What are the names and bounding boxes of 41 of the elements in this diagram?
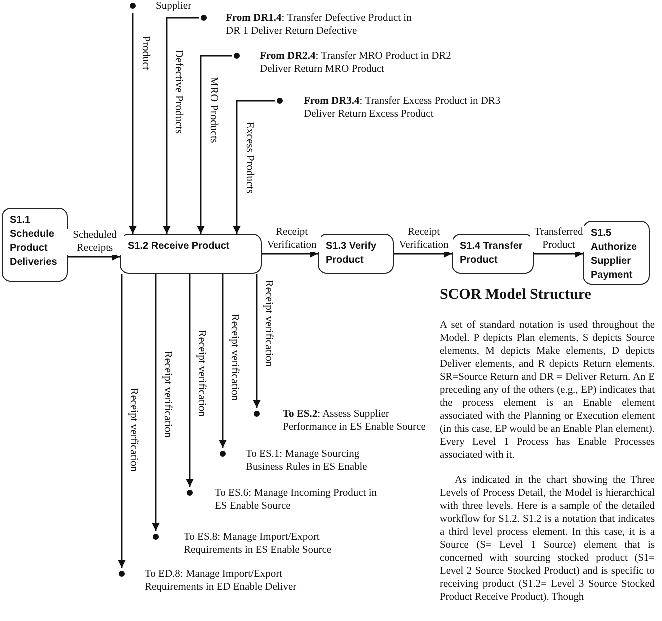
arrow <box>68 253 120 261</box>
arrow <box>262 250 318 258</box>
bullet-text: To ES.6: Manage Incoming Product in ES Enable Source <box>215 487 378 513</box>
bullet-text: From DR3.4: Transfer Excess Product in DR3 Deliver Return Excess Product <box>304 95 502 121</box>
bullet-text: From DR2.4: Transfer MRO Product in DR2 Deliver Return MRO Product <box>260 50 452 76</box>
arrow <box>233 100 275 234</box>
body-paragraph: A set of standard notation is used throughout the Model. P depicts Plan elements, S depicts Source elements, M depicts Make elements, D depicts Deliver elements, and R depicts Return elements. SR=Source Return and DR = Deliver Return. An E preceding any of the others (e.g., EP) indicates that the process element is an Enable element associated with the Planning or Execution element (in this case, EP would be an Enable Plan element). Every Level 1 Process has Enable Processes associated with it. <box>440 319 655 462</box>
arrow <box>152 274 160 531</box>
edge-label: Scheduled Receipts <box>66 229 124 255</box>
bullet-text: Supplier <box>156 0 193 13</box>
arrow <box>394 250 452 258</box>
edge-label: Transferred Product <box>530 226 588 252</box>
process-box: S1.3 Verify Product <box>318 234 394 274</box>
bullet-text: To ES.2: Assess Supplier Performance in ES Enable Source <box>283 408 427 434</box>
edge-label: Excess Products <box>244 122 256 194</box>
process-box: S1.2 Receive Product <box>120 234 262 274</box>
process-box: S1.4 Transfer Product <box>452 234 534 274</box>
process-box: S1.1 Schedule Product Deliveries <box>2 208 68 282</box>
edge-label: Product <box>140 36 152 70</box>
arrow <box>186 274 194 487</box>
bullet-text: To ES.8: Manage Import/Export Requirements in ES Enable Source <box>184 531 333 557</box>
bullet-text: To ES.1: Manage Sourcing Business Rules in ES Enable <box>246 448 368 474</box>
arrow <box>219 274 227 448</box>
edge-label: Defective Products <box>173 50 185 134</box>
arrow <box>197 55 232 234</box>
arrow <box>129 13 137 234</box>
arrow <box>534 250 583 258</box>
body-paragraph: As indicated in the chart showing the Three Levels of Process Detail, the Model is hierarchical with three levels. Here is a sample of the detailed workflow for S1.2. S1.2 is a notation that indicates a third level process element. In this case, it is a Source (S= Level 1 Source) element that is concerned with sourcing stocked product (S1= Level 2 Source Stocked Product) and is specific to receiving product (S1.2= Level 3 Source Stocked Product Receive Product). Though <box>440 474 655 604</box>
bullet-text: From DR1.4: Transfer Defective Product in DR 1 Deliver Return Defective <box>226 12 413 38</box>
edge-label: Receipt verification <box>229 314 241 402</box>
edge-label: Receipt verification <box>196 330 208 418</box>
edge-label: Receipt verification <box>263 280 275 368</box>
edge-label: MRO Products <box>208 77 220 144</box>
arrow <box>118 274 126 568</box>
arrow <box>253 274 261 408</box>
edge-label: Receipt verfication <box>128 388 140 472</box>
arrow <box>163 17 199 234</box>
process-box: S1.5 Authorize Supplier Payment <box>583 221 650 285</box>
bullet-text: To ED.8: Manage Import/Export Requirements in ED Enable Deliver <box>145 568 298 594</box>
section-heading: SCOR Model Structure <box>440 287 592 304</box>
edge-label: Receipt verification <box>162 351 174 438</box>
